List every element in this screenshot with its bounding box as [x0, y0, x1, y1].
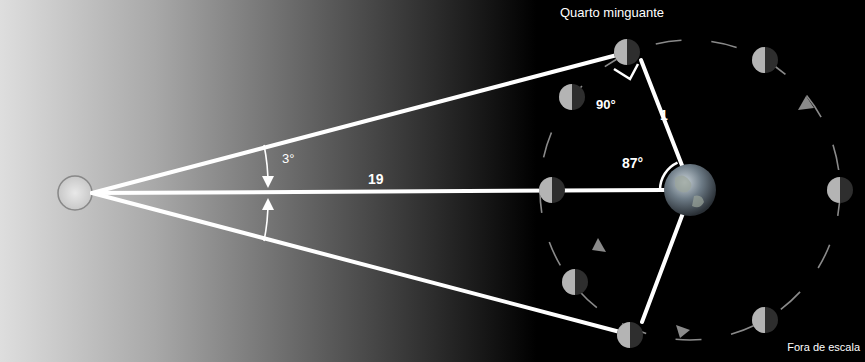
- angle-label: 3°: [282, 152, 294, 166]
- moon: [827, 177, 853, 203]
- moon: [752, 47, 778, 73]
- moon-lit-side: [752, 47, 765, 73]
- moon: [617, 322, 643, 348]
- angle-label: 87°: [622, 156, 643, 171]
- earth-moon-line: [641, 60, 683, 168]
- moon-lit-side: [827, 177, 840, 203]
- right-angle-mark: [614, 64, 638, 79]
- earth: [664, 164, 716, 216]
- moon: [614, 39, 640, 65]
- angle-label: 90°: [596, 98, 616, 112]
- phase-label: Quarto minguante: [560, 6, 664, 20]
- orbit-arrow: [676, 325, 690, 338]
- moon-dark-side: [614, 39, 640, 65]
- moon-lit-side: [617, 322, 630, 348]
- moon-dark-side: [562, 269, 588, 295]
- note-label: Fora de escala: [787, 341, 860, 353]
- sun: [58, 176, 92, 210]
- moon: [752, 307, 778, 333]
- moon-lit-side: [559, 84, 572, 110]
- moon-dark-side: [559, 84, 585, 110]
- moon-lit-side: [539, 177, 552, 203]
- moon-dark-side: [752, 307, 778, 333]
- moon: [539, 177, 565, 203]
- orbit-arrow: [798, 96, 814, 110]
- distance-label: 19: [368, 172, 384, 187]
- moon-lit-side: [562, 269, 575, 295]
- moon-dark-side: [827, 177, 853, 203]
- moon-dark-side: [752, 47, 778, 73]
- orbit-arrow: [592, 238, 606, 252]
- moon-lit-side: [752, 307, 765, 333]
- sun-moon-line: [92, 55, 617, 193]
- moon-lit-side: [614, 39, 627, 65]
- angle-arrow: [262, 176, 274, 188]
- earth-moon-line: [642, 213, 683, 322]
- moon-dark-side: [539, 177, 565, 203]
- moon-dark-side: [617, 322, 643, 348]
- sun-moon-line: [92, 193, 620, 332]
- moon: [559, 84, 585, 110]
- angle-arrow: [262, 198, 274, 210]
- moon: [562, 269, 588, 295]
- earth-land: [675, 175, 704, 207]
- distance-label: 1: [660, 108, 668, 123]
- sun-earth-line: [92, 190, 664, 193]
